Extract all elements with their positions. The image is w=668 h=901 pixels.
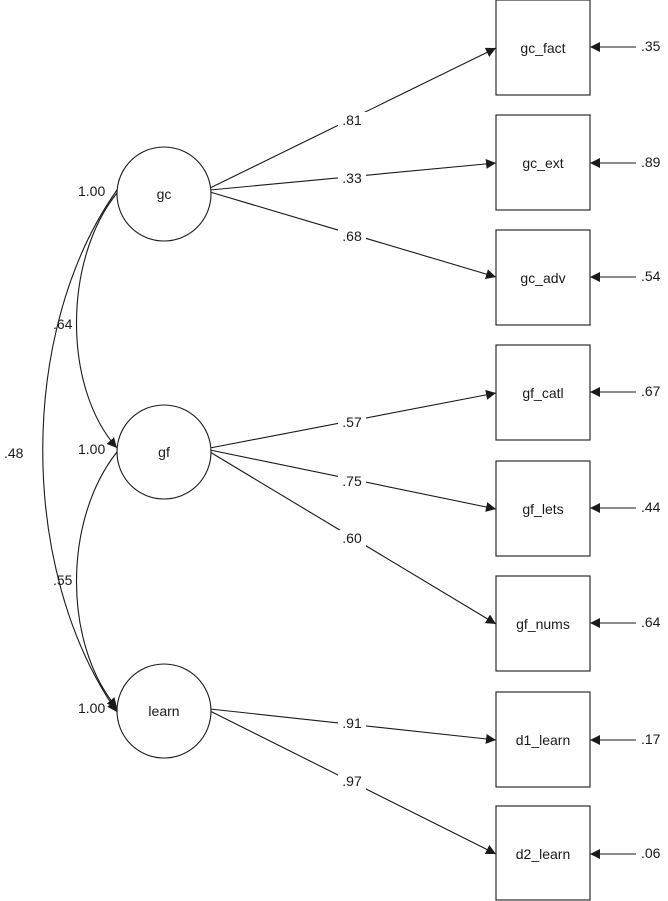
error-label-d2_learn: .06	[641, 845, 661, 861]
indicator-label-gc_ext: gc_ext	[522, 155, 563, 171]
correlation-label-gc-learn: .48	[4, 445, 24, 461]
loading-label-gf-gf_lets: .75	[342, 473, 362, 489]
indicator-label-d2_learn: d2_learn	[516, 846, 571, 862]
indicator-box-d2_learn	[495, 805, 591, 901]
loading-label-gf-gf_nums: .60	[342, 530, 362, 546]
indicator-box-gf_catl	[495, 344, 591, 441]
error-label-gf_lets: .44	[641, 499, 661, 515]
variance-label-gc: 1.00	[78, 183, 105, 199]
variance-label-gf: 1.00	[78, 441, 105, 457]
correlation-label-gc-gf: .64	[53, 316, 73, 332]
indicator-box-gc_ext	[495, 114, 591, 211]
error-label-gc_fact: .35	[641, 38, 661, 54]
indicator-box-gf_lets	[495, 460, 591, 557]
correlation-arc-gf-learn	[75, 441, 128, 709]
indicator-label-gf_lets: gf_lets	[522, 501, 563, 517]
indicator-label-gc_fact: gc_fact	[520, 40, 565, 56]
indicator-box-gc_fact	[495, 0, 591, 96]
loading-label-gc-gc_adv: .68	[342, 228, 362, 244]
error-label-gf_nums: .64	[641, 614, 661, 630]
correlation-label-gf-learn: .55	[53, 572, 73, 588]
error-label-gf_catl: .67	[641, 383, 661, 399]
loading-label-gf-gf_catl: .57	[342, 414, 362, 430]
error-label-gc_ext: .89	[641, 154, 661, 170]
latent-label-gf: gf	[158, 444, 170, 460]
indicator-label-d1_learn: d1_learn	[516, 732, 571, 748]
indicator-box-d1_learn	[495, 691, 591, 788]
latent-node-learn	[116, 663, 212, 759]
correlation-arc-gc-learn	[42, 178, 127, 713]
indicator-label-gf_nums: gf_nums	[516, 616, 570, 632]
loading-label-gc-gc_ext: .33	[342, 170, 362, 186]
loading-label-learn-d1_learn: .91	[342, 715, 362, 731]
indicator-box-gc_adv	[495, 229, 591, 326]
variance-label-learn: 1.00	[78, 700, 105, 716]
correlation-arc-gc-gf	[75, 182, 128, 449]
indicator-box-gf_nums	[495, 575, 591, 672]
latent-node-gc	[116, 146, 212, 242]
latent-label-gc: gc	[157, 186, 172, 202]
error-label-d1_learn: .17	[641, 731, 661, 747]
loading-label-learn-d2_learn: .97	[342, 773, 362, 789]
error-label-gc_adv: .54	[641, 268, 661, 284]
indicator-label-gc_adv: gc_adv	[520, 270, 565, 286]
latent-label-learn: learn	[148, 703, 179, 719]
loading-label-gc-gc_fact: .81	[342, 112, 362, 128]
latent-node-gf	[116, 404, 212, 500]
indicator-label-gf_catl: gf_catl	[522, 385, 563, 401]
